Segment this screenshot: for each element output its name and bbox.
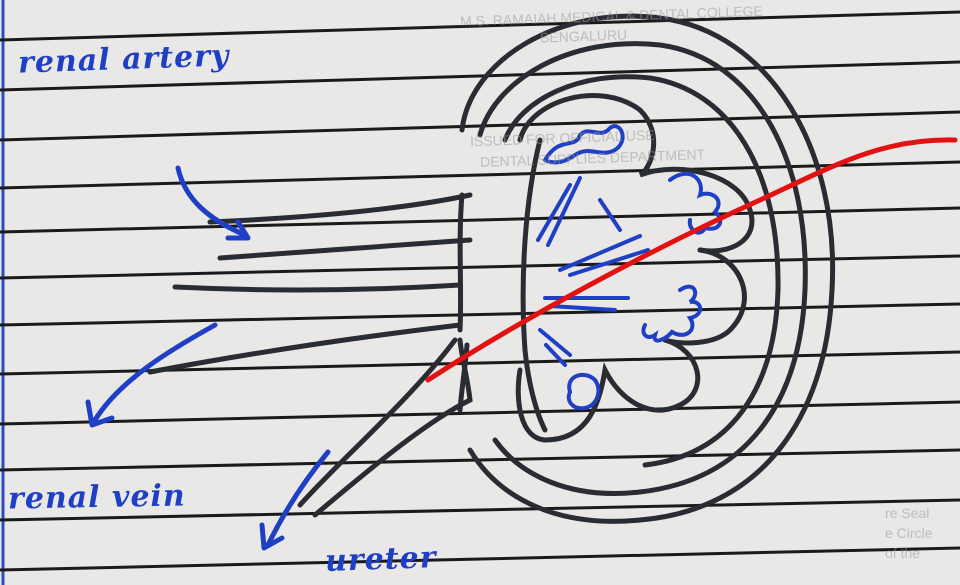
bleed-corner-1: re Seal [885,505,929,521]
bleed-text-2: BENGALURU [540,26,628,45]
pyramid-line-6 [550,306,615,310]
pelvis-curve [523,140,545,430]
artery-upper-wall [210,195,470,222]
kidney-drawing [150,16,833,521]
bleed-corner-3: of the [885,545,920,561]
label-ureter: ureter [324,540,437,579]
pyramid-line-9 [600,200,620,230]
hilum-edge [460,195,462,330]
ureter-arrow [268,452,328,545]
glomerulus-lower [569,375,599,408]
vein-upper-wall [175,285,460,290]
bleed-corner-2: e Circle [885,525,932,541]
glomerulus-right-2 [643,287,700,341]
artery-lower-wall [220,240,470,258]
pyramid-line-7 [540,330,570,355]
label-renal-artery: renal artery [17,38,230,80]
label-renal-vein: renal vein [8,478,186,516]
